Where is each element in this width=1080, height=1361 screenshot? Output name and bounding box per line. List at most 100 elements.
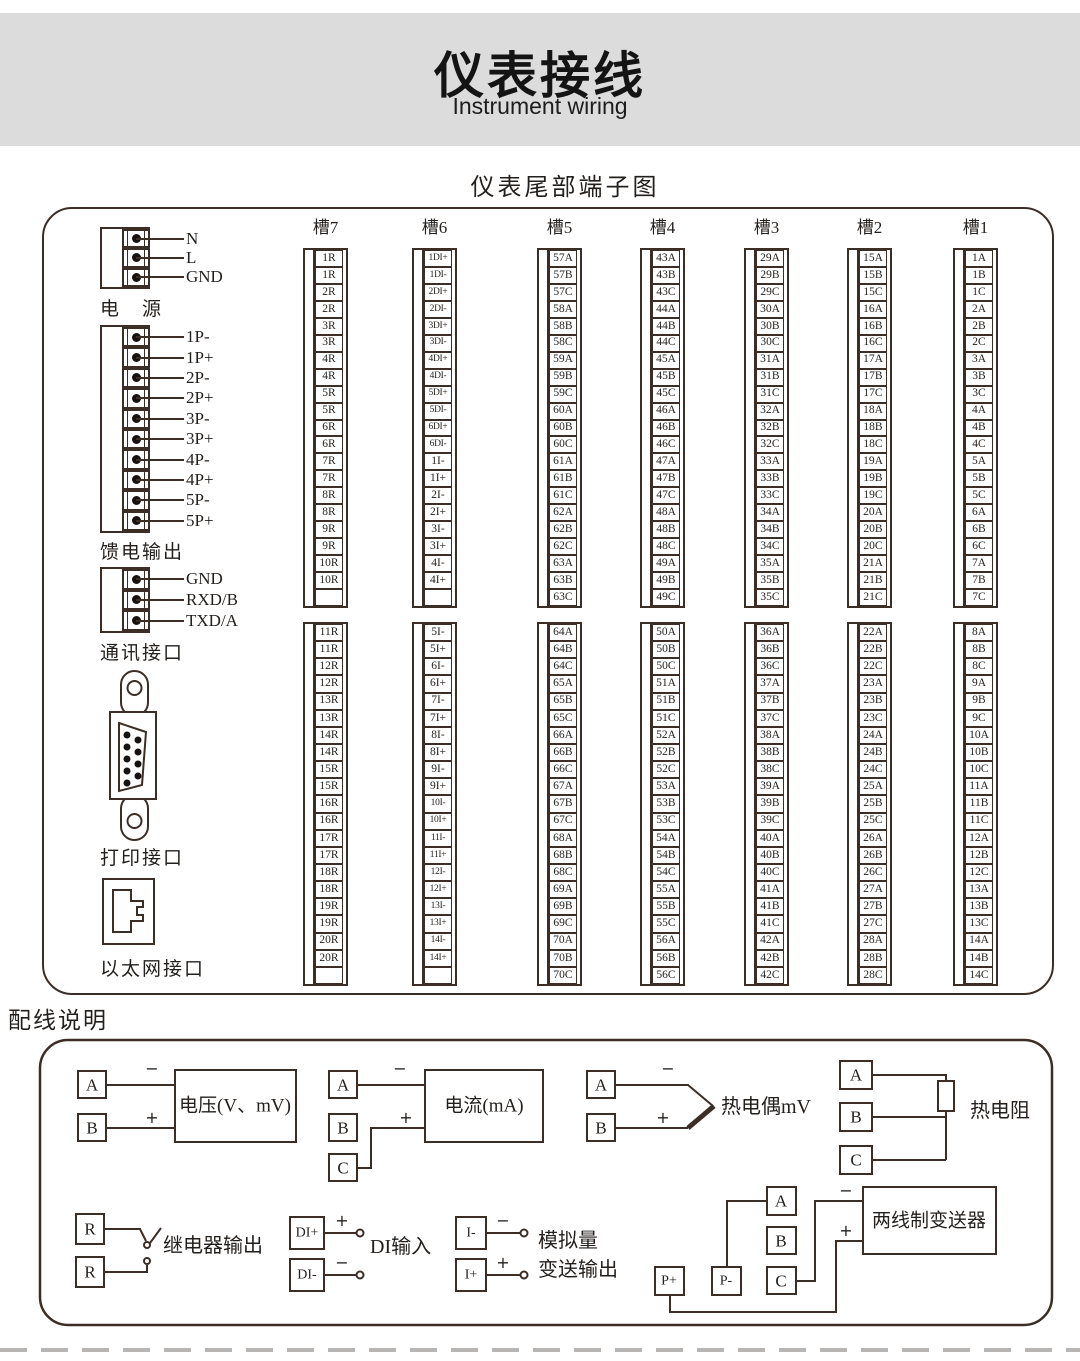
terminal-cell: 55A [652, 881, 680, 899]
page-title: 仪表接线 [434, 48, 646, 104]
terminal-cell: 9I- [424, 761, 452, 779]
terminal-wire [136, 336, 184, 339]
db9-pin [123, 779, 131, 787]
wire [104, 1265, 148, 1273]
terminal-wire [136, 438, 184, 441]
terminal-cell: 60B [549, 419, 577, 437]
terminal-cell: 50C [652, 658, 680, 676]
terminal-cell: 3C [965, 385, 993, 403]
terminal-cell: 61C [549, 487, 577, 505]
terminal-box [328, 1153, 358, 1182]
terminal-cell: 19R [315, 915, 343, 933]
terminal-cell: 26B [859, 846, 887, 864]
terminal-cell: 14A [965, 932, 993, 950]
terminal-cell: 4DI- [424, 368, 452, 386]
terminal-cell: 39C [756, 812, 784, 830]
terminal-cell: 19B [859, 470, 887, 488]
terminal-cell: 42C [756, 966, 784, 984]
terminal-cell: 69B [549, 898, 577, 916]
db9-pin [134, 772, 142, 780]
feed-output-label: 馈电输出 [100, 542, 185, 563]
polarity-sign: + [656, 1108, 669, 1127]
polarity-sign: − [145, 1059, 158, 1078]
terminal-label: B [595, 1119, 606, 1138]
terminal-wire [136, 578, 184, 581]
device-label: 模拟量 [538, 1229, 598, 1252]
device-box [424, 1069, 544, 1143]
terminal-cell: 46A [652, 402, 680, 420]
connector-strip [102, 569, 124, 631]
terminal-cell: 4R [315, 351, 343, 369]
terminal-label: C [337, 1159, 348, 1178]
terminal-box [289, 1258, 325, 1292]
terminal-cell: 32C [756, 436, 784, 454]
terminal-cell: 19C [859, 487, 887, 505]
db9-shell [118, 721, 148, 793]
terminal-wire [136, 599, 184, 601]
terminal-cell: 5R [315, 385, 343, 403]
slot-header: 槽2 [856, 218, 883, 237]
terminal-cell: 53A [652, 778, 680, 796]
terminal-cell: 58B [549, 317, 577, 335]
terminal-wire [136, 397, 184, 400]
terminal-cell: 66A [549, 726, 577, 744]
device-box [862, 1186, 997, 1255]
terminal-cell: 20R [315, 932, 343, 950]
terminal-cell: 63C [549, 589, 577, 606]
example-transmitter: A B C P+ P- − + 两线制变送器 [654, 1181, 997, 1313]
terminal-cell: 4C [965, 436, 993, 454]
wire-end-point [355, 1228, 365, 1238]
db9-flange [109, 711, 157, 800]
terminal-cell: 2B [965, 317, 993, 335]
terminal-cell: 32B [756, 419, 784, 437]
terminal-cell: 1R [315, 266, 343, 284]
terminal-cell: 41B [756, 898, 784, 916]
terminal-cell: 36A [756, 624, 784, 642]
terminal-box [75, 1213, 105, 1245]
terminal-wire-label: N [186, 228, 199, 248]
db9-bottom-hole [126, 813, 143, 829]
terminal-cell: 48B [652, 521, 680, 539]
db9-pin [134, 748, 142, 756]
terminal-cells: 1DI+1DI-2DI+2DI-3DI+3DI-4DI+4DI-5DI+5DI-… [424, 250, 452, 606]
terminal-cell: 56B [652, 949, 680, 967]
terminal-block-strip [955, 624, 965, 984]
terminal-cell: 51C [652, 709, 680, 727]
terminal-cell: 28B [859, 949, 887, 967]
terminal-cell: 14I+ [424, 949, 452, 967]
terminal-cell: 64C [549, 658, 577, 676]
terminal-cell: 11A [965, 778, 993, 796]
terminal-cell: 70A [549, 932, 577, 950]
terminal-cell: 10C [965, 761, 993, 779]
terminal-cell: 41A [756, 881, 784, 899]
terminal-cell: 4DI+ [424, 351, 452, 369]
example-thermocouple: A B − + 热电偶mV [586, 1059, 812, 1142]
terminal-cell: 47B [652, 470, 680, 488]
terminal-cell: 2I+ [424, 504, 452, 522]
terminal-cell: 20R [315, 949, 343, 967]
terminal-cell: 29A [756, 250, 784, 267]
db9-connector-icon [109, 670, 157, 841]
db9-pin [123, 767, 131, 775]
slot-header: 槽5 [546, 218, 573, 237]
terminal-cell: 9B [965, 692, 993, 710]
terminal-cell: 49C [652, 589, 680, 606]
db9-pin [134, 760, 142, 768]
terminal-cell: 16C [859, 334, 887, 352]
terminal-cell: 11B [965, 795, 993, 813]
terminal-block-strip [642, 624, 652, 984]
terminal-cell: 36B [756, 641, 784, 659]
polarity-sign: + [839, 1221, 852, 1240]
terminal-cell: 17R [315, 829, 343, 847]
wire [796, 1200, 863, 1282]
